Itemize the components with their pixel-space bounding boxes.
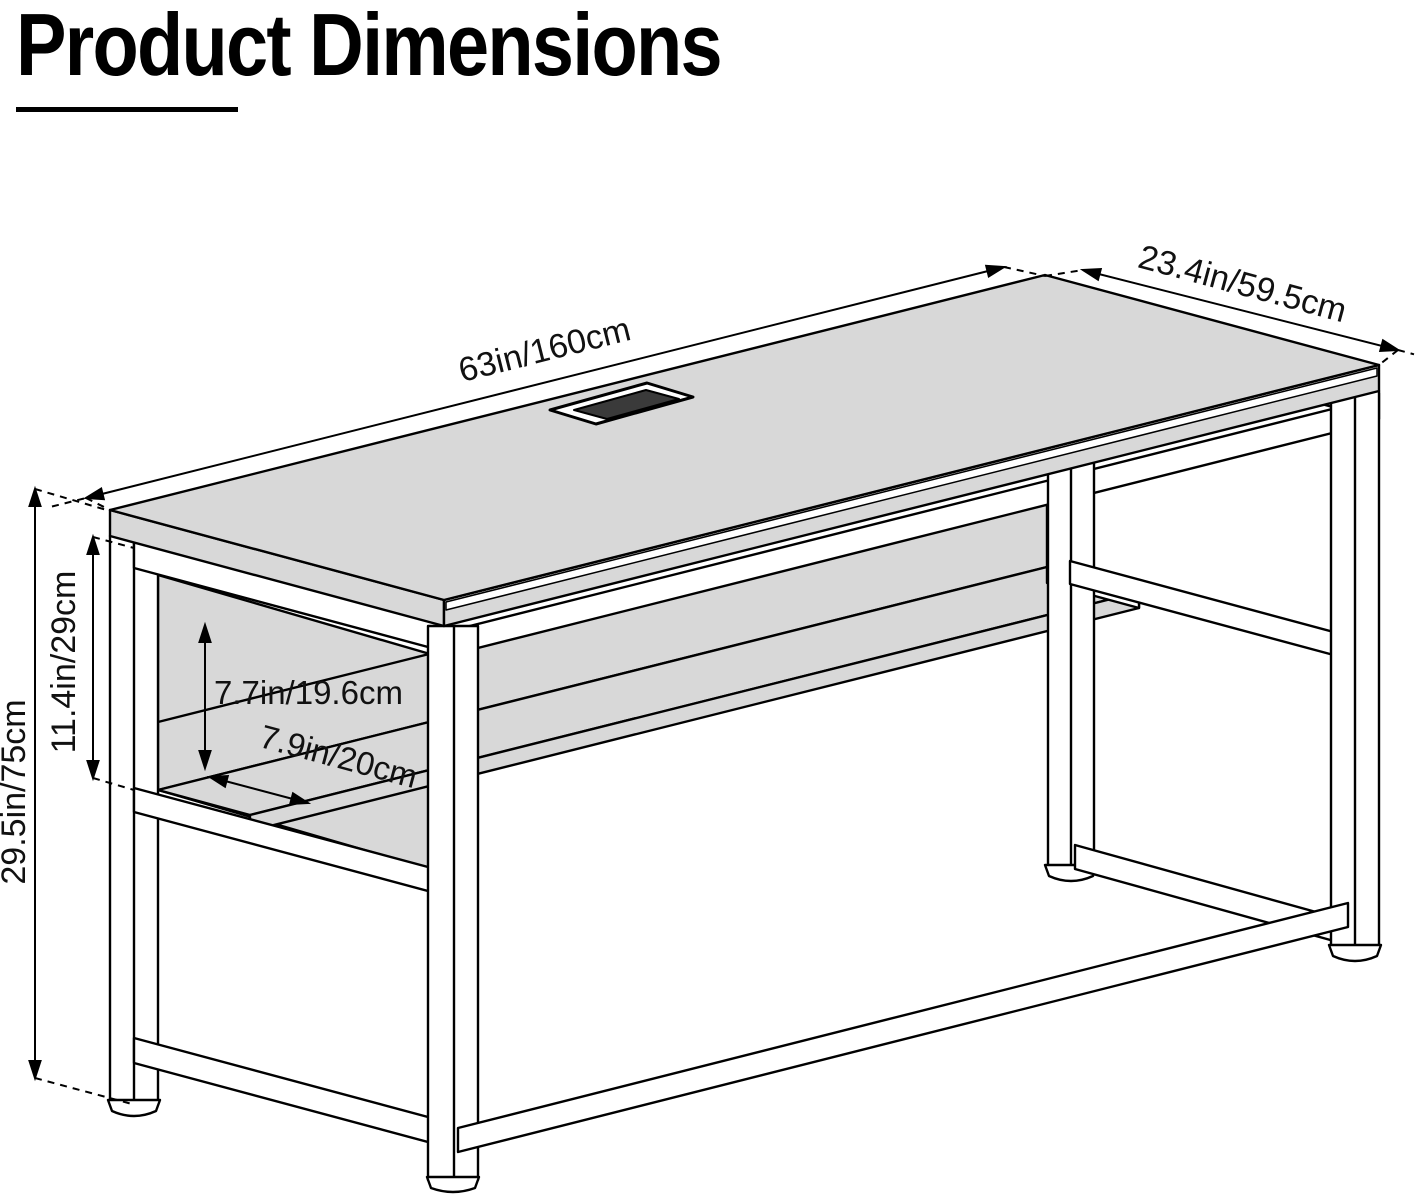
front-left-foot: [425, 1175, 481, 1194]
arrowhead: [206, 775, 230, 789]
back-left-foot: [106, 1098, 162, 1118]
arrowhead: [28, 1060, 42, 1082]
arrowhead: [82, 487, 106, 501]
arrowhead: [28, 485, 42, 507]
shelf-clearance-dimension-label: 7.7in/19.6cm: [214, 674, 403, 711]
arrowhead: [1378, 338, 1402, 352]
left-leg-frame: [106, 534, 481, 1194]
front-bottom-stretcher: [456, 901, 1350, 1154]
length-dimension: [51, 264, 1046, 511]
arrowhead: [1079, 268, 1103, 282]
front-right-foot: [1327, 943, 1383, 963]
shelf-clearance-dimension: [198, 621, 212, 772]
arrowhead: [198, 750, 212, 772]
arrowhead: [86, 533, 100, 555]
left-bottom-stretcher: [132, 1036, 456, 1151]
height-dimension: [28, 485, 133, 1105]
arrowhead: [198, 621, 212, 643]
desktop: [108, 273, 1381, 628]
grommet-inner-hole: [573, 389, 680, 420]
shelf-depth-dimension: [206, 775, 312, 805]
arrowhead: [86, 760, 100, 782]
height-dimension-label: 29.5in/75cm: [0, 699, 33, 884]
depth-dimension: [1044, 268, 1415, 366]
cable-grommet: [548, 381, 695, 426]
arrowhead: [984, 264, 1008, 278]
desktop-top-surface: [108, 273, 1381, 602]
desktop-edge-band: [445, 367, 1378, 611]
title-underline: [16, 107, 238, 112]
length-dimension-label: 63in/160cm: [455, 310, 635, 390]
page-title: Product Dimensions: [16, 0, 723, 94]
arrowhead: [288, 791, 312, 805]
desktop-to-shelf-dimension-label: 11.4in/29cm: [45, 571, 83, 754]
desktop-to-shelf-dimension: [86, 533, 135, 791]
